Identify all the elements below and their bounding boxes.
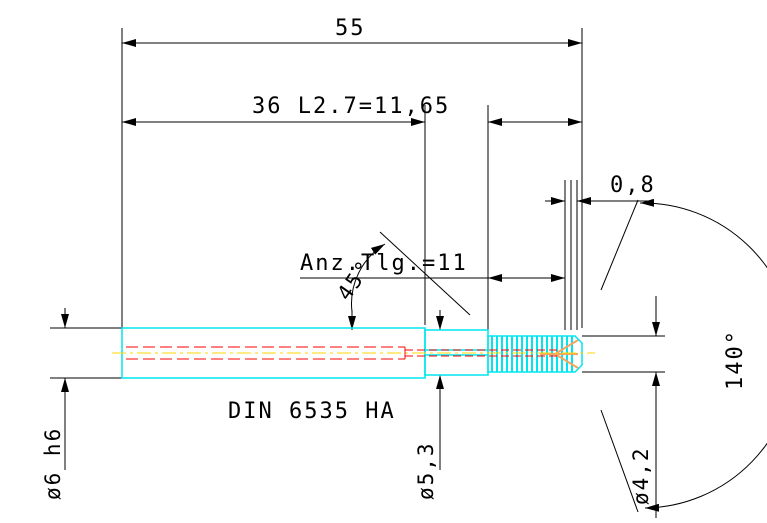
tool-tip xyxy=(540,339,579,369)
extension-lines xyxy=(50,28,665,379)
thread-outline xyxy=(487,335,583,373)
dim-text-overall-length: 55 xyxy=(335,16,366,41)
thread-coils xyxy=(491,336,573,372)
dim-text-tip-angle: 140° xyxy=(723,329,748,390)
dim-text-tip-diameter: ø4,2 xyxy=(629,446,653,505)
dimension-lines xyxy=(61,39,767,518)
angle-arc-tip xyxy=(639,198,767,512)
centerlines xyxy=(112,346,595,360)
dim-text-thread-offset: 0,8 xyxy=(610,173,656,198)
dim-text-flute-count: Anz.Tlg.=11 xyxy=(300,251,468,276)
dim-text-shank-length: 36 L2.7=11,65 xyxy=(252,94,450,119)
dim-text-neck-diameter: ø5,3 xyxy=(414,441,438,500)
dim-text-shank-diameter: ø6 h6 xyxy=(41,427,65,500)
dim-text-standard: DIN 6535 HA xyxy=(228,399,396,424)
